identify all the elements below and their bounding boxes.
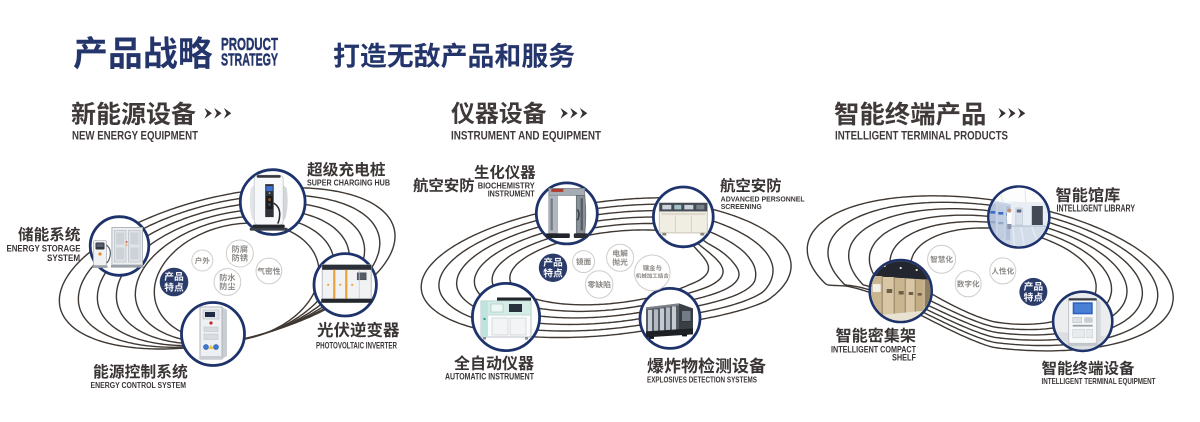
svg-text:PRODUCT: PRODUCT: [221, 34, 278, 54]
svg-text:STRATEGY: STRATEGY: [221, 50, 278, 70]
svg-text:INTELLIGENT LIBRARY: INTELLIGENT LIBRARY: [1057, 203, 1136, 214]
svg-text:ENERGY CONTROL SYSTEM: ENERGY CONTROL SYSTEM: [91, 380, 187, 390]
svg-text:INSTRUMENT: INSTRUMENT: [488, 190, 535, 199]
svg-text:SYSTEM: SYSTEM: [47, 253, 80, 263]
svg-text:AUTOMATIC INSTRUMENT: AUTOMATIC INSTRUMENT: [445, 372, 534, 382]
svg-text:ENERGY STORAGE: ENERGY STORAGE: [7, 244, 81, 254]
svg-text:NEW ENERGY EQUIPMENT: NEW ENERGY EQUIPMENT: [72, 129, 199, 143]
svg-text:BIOCHEMISTRY: BIOCHEMISTRY: [478, 182, 536, 191]
svg-text:SCREENING: SCREENING: [721, 204, 762, 211]
svg-text:EXPLOSIVES DETECTION SYSTEMS: EXPLOSIVES DETECTION SYSTEMS: [647, 375, 758, 384]
svg-text:SUPER CHARGING HUB: SUPER CHARGING HUB: [307, 178, 390, 187]
svg-text:INTELLIGENT COMPACT: INTELLIGENT COMPACT: [831, 344, 917, 354]
svg-text:ADVANCED PERSONNEL: ADVANCED PERSONNEL: [721, 196, 805, 203]
svg-text:INSTRUMENT AND EQUIPMENT: INSTRUMENT AND EQUIPMENT: [451, 129, 602, 143]
svg-text:SHELF: SHELF: [892, 353, 917, 363]
svg-text:INTELLIGENT TERMINAL PRODUCTS: INTELLIGENT TERMINAL PRODUCTS: [835, 129, 1008, 143]
svg-text:INTELLIGENT TERMINAL EQUIPMENT: INTELLIGENT TERMINAL EQUIPMENT: [1042, 377, 1156, 386]
svg-text:PHOTOVOLTAIC INVERTER: PHOTOVOLTAIC INVERTER: [316, 341, 397, 351]
